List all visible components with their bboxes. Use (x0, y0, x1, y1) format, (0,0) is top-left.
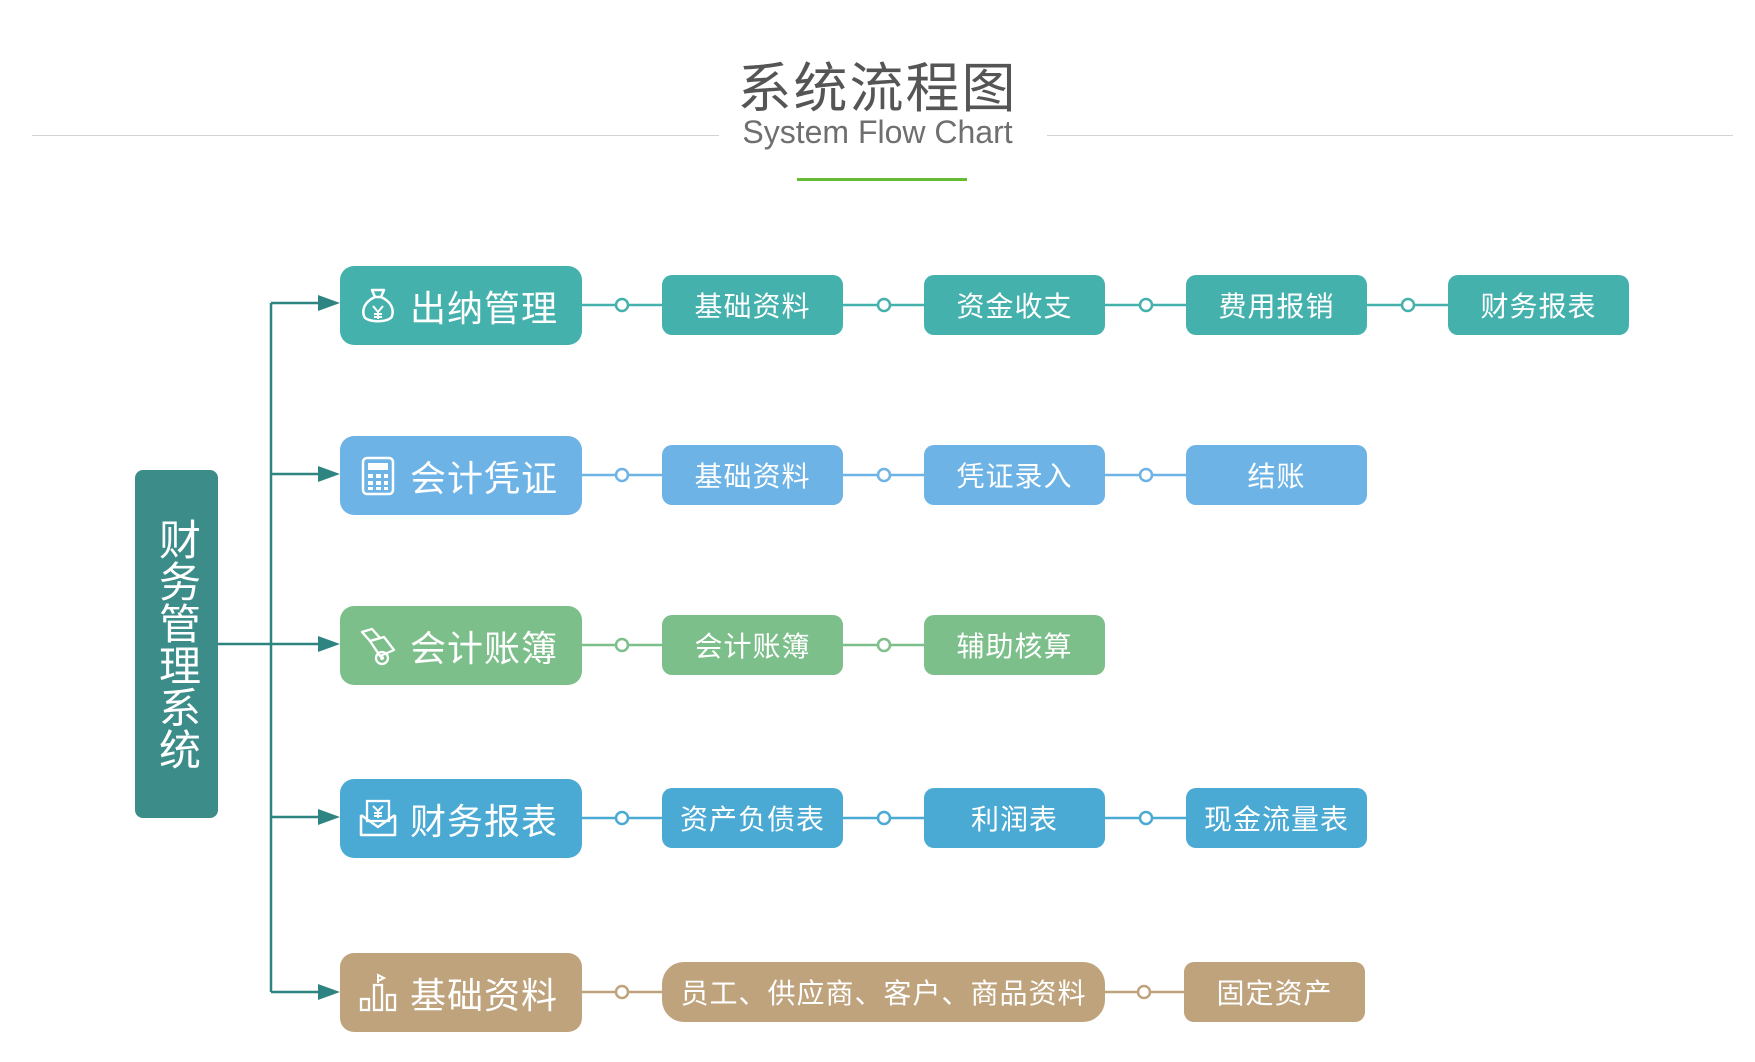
ledger-icon (360, 627, 396, 665)
module-label: 财务报表 (410, 801, 559, 843)
money-bag-icon (362, 288, 394, 322)
row-links-ledger (582, 637, 924, 653)
module-label: 会计凭证 (410, 458, 559, 500)
arrow-head (318, 984, 340, 1000)
row-links-voucher (582, 467, 1186, 483)
page-title: 系统流程图 (737, 57, 1018, 120)
arrow-head (318, 809, 340, 825)
module-ledger: 会计账簿 (340, 606, 582, 685)
step-node: 现金流量表 (1186, 788, 1367, 848)
step-node: 费用报销 (1186, 275, 1367, 335)
root-node: 财务管理系统 (135, 470, 218, 818)
step-node: 资金收支 (924, 275, 1105, 335)
trunk-lines (218, 301, 320, 994)
module-label: 会计账簿 (410, 628, 559, 670)
step-node: 会计账簿 (662, 615, 843, 675)
step-node: 利润表 (924, 788, 1105, 848)
step-node: 员工、供应商、客户、商品资料 (662, 962, 1105, 1022)
step-node: 固定资产 (1184, 962, 1365, 1022)
row-links-report (582, 810, 1186, 826)
row-links-cashier (582, 297, 1448, 313)
arrow-head (318, 466, 340, 482)
module-voucher: 会计凭证 (340, 436, 582, 515)
title-accent-bar (797, 178, 967, 181)
arrow-head (318, 636, 340, 652)
divider-right (1047, 135, 1733, 136)
report-icon (359, 799, 397, 836)
step-node: 凭证录入 (924, 445, 1105, 505)
trunk-arrows (318, 295, 340, 1000)
bar-chart-icon (359, 972, 397, 1011)
module-label: 基础资料 (410, 975, 559, 1017)
arrow-head (318, 295, 340, 311)
step-node: 财务报表 (1448, 275, 1629, 335)
divider-left (32, 135, 719, 136)
module-report: 财务报表 (340, 779, 582, 858)
step-node: 结账 (1186, 445, 1367, 505)
module-basic-data: 基础资料 (340, 953, 582, 1032)
step-node: 基础资料 (662, 275, 843, 335)
page-subtitle: System Flow Chart (742, 114, 1013, 150)
module-label: 出纳管理 (410, 288, 559, 330)
calculator-icon (361, 456, 395, 495)
step-node: 辅助核算 (924, 615, 1105, 675)
module-cashier: 出纳管理 (340, 266, 582, 345)
row-links-basic (582, 984, 1184, 1000)
step-node: 基础资料 (662, 445, 843, 505)
step-node: 资产负债表 (662, 788, 843, 848)
